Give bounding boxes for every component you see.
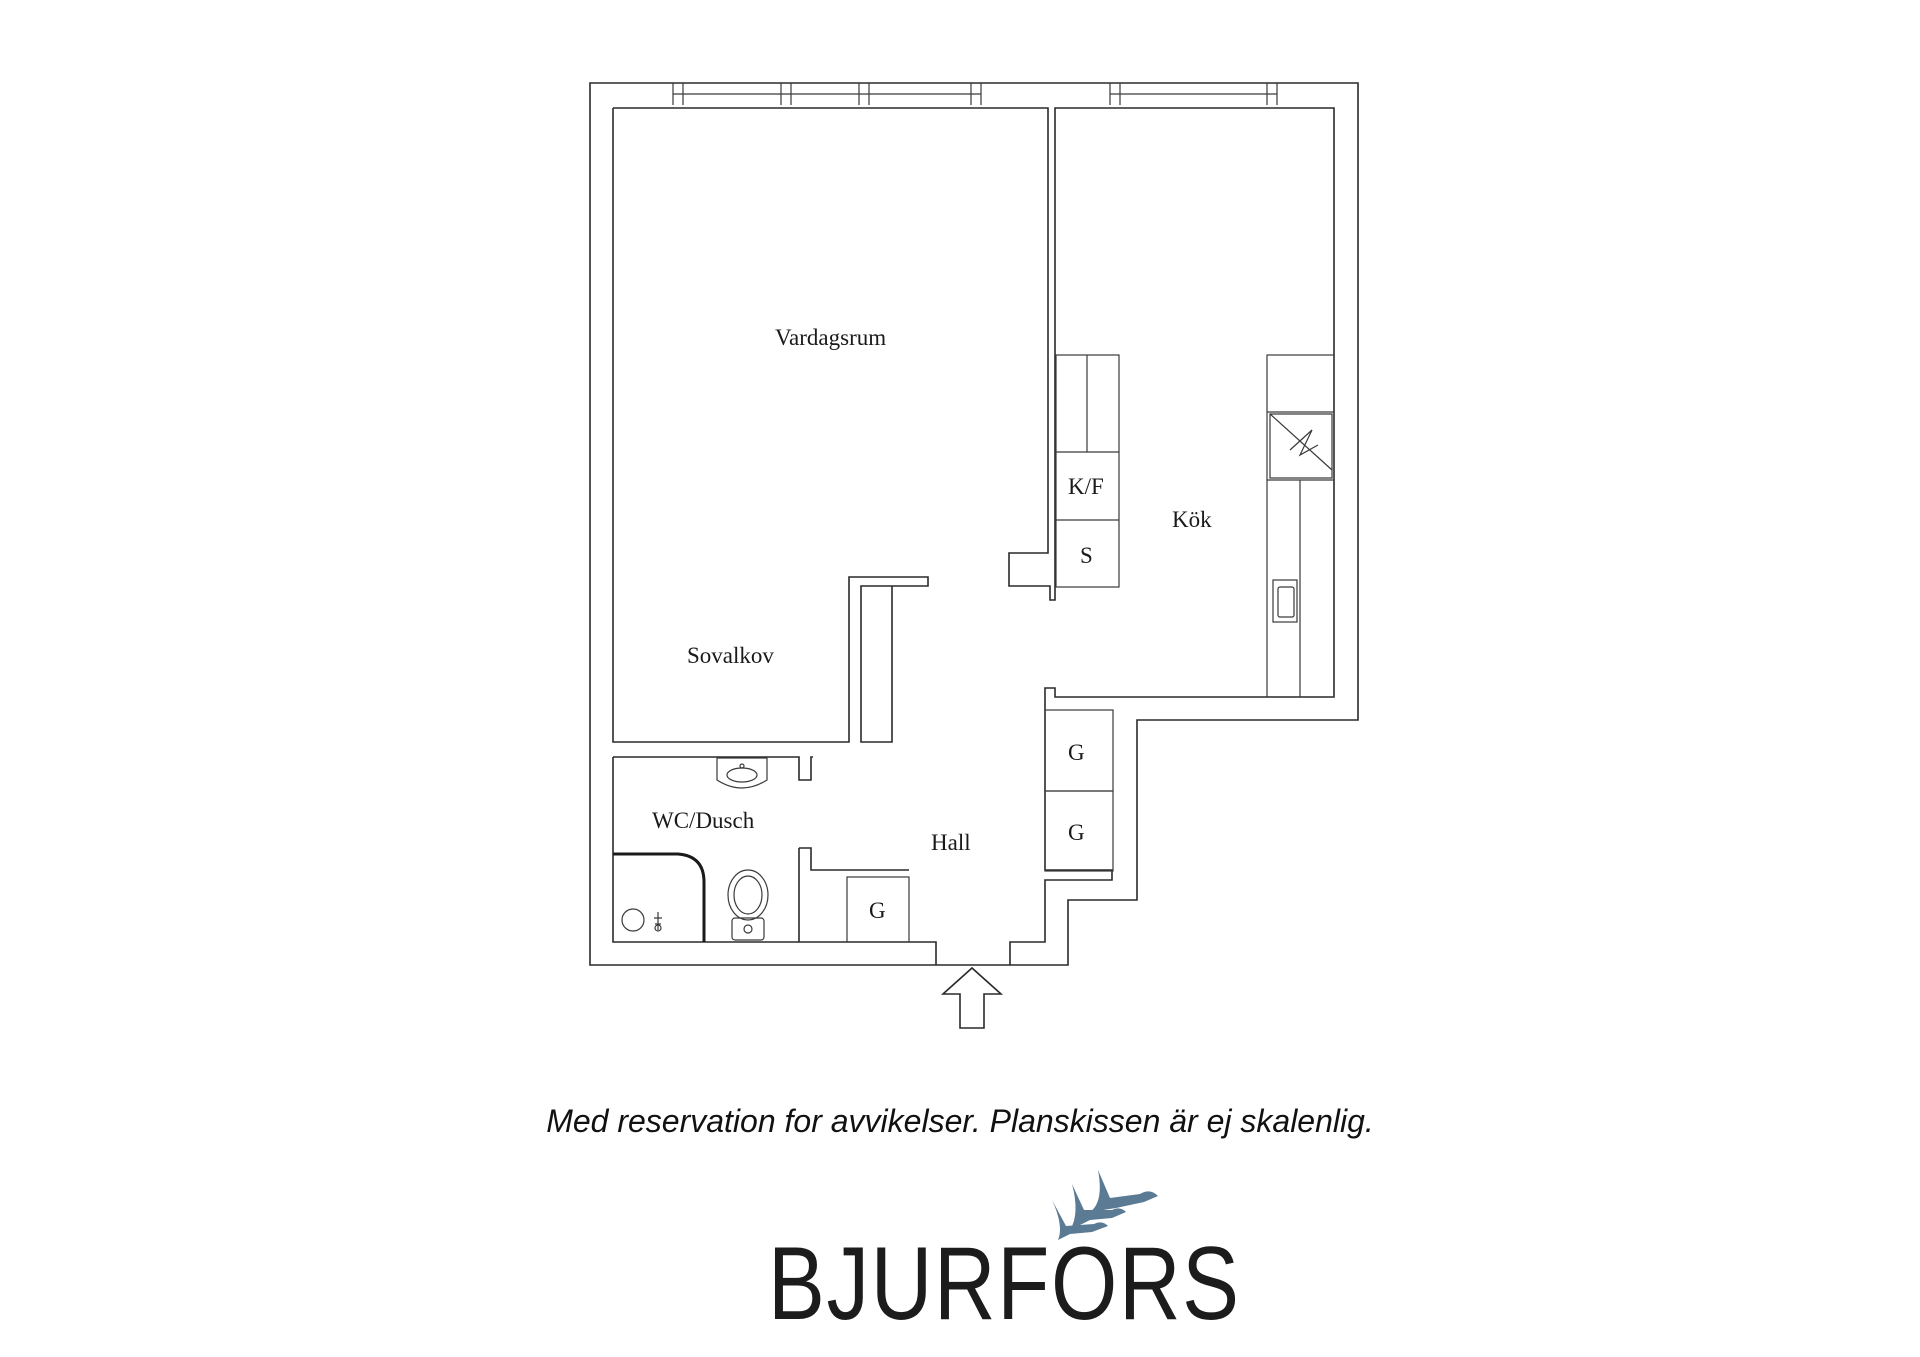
wardrobe-label-3: G: [869, 898, 886, 923]
kitchen-label: Kök: [1172, 507, 1212, 532]
kitchen-sink-icon: [1272, 579, 1298, 623]
brand-wordmark: BJURFORS: [768, 1226, 1241, 1342]
kitchen-right-counter: [1266, 354, 1335, 698]
hall-label: Hall: [931, 830, 971, 855]
alcove-label: Sovalkov: [687, 643, 774, 668]
wardrobe-label-1: G: [1068, 740, 1085, 765]
outer-walls: [589, 82, 1359, 966]
disclaimer-text: Med reservation for avvikelser. Planskis…: [546, 1103, 1374, 1139]
fridge-freezer-label: K/F: [1068, 474, 1104, 499]
stove-icon: [1269, 413, 1333, 479]
shower-icon: [613, 852, 706, 942]
wardrobes: [846, 709, 1114, 943]
birds-logo-icon: [1052, 1170, 1158, 1240]
sink-icon: [716, 757, 768, 789]
windows: [672, 83, 1278, 105]
entrance-arrow-icon: [940, 966, 1004, 1029]
storage-label: S: [1080, 543, 1093, 568]
toilet-icon: [727, 869, 769, 941]
living-room-label: Vardagsrum: [775, 325, 886, 350]
bathroom-label: WC/Dusch: [652, 808, 755, 833]
kitchen-left-cabinets: [1055, 354, 1120, 588]
wardrobe-label-2: G: [1068, 820, 1085, 845]
